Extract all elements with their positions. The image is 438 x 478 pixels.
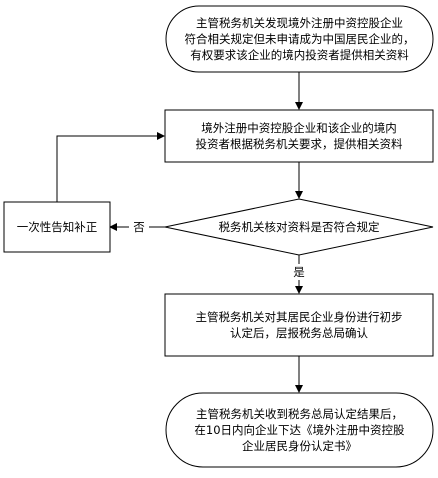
provide-data-box [164,109,434,163]
end-terminator [165,392,434,468]
no-branch-label: 否 [129,219,149,235]
arrow-notify-to-provide [56,132,165,202]
notify-correction-box [3,201,111,253]
yes-branch-label: 是 [289,264,309,280]
confirm-identity-box [164,293,434,357]
provide-text: 境外注册中资控股企业和该企业的境内 投资者根据税务机关要求，提供相关资料 [165,110,433,162]
end-line-2: 在10日内向企业下达《境外注册中资控股 [194,423,405,437]
provide-line-2: 投资者根据税务机关要求，提供相关资料 [195,137,403,151]
notify-label: 一次性告知补正 [16,220,98,234]
end-line-3: 企业居民身份认定书》 [242,439,357,453]
start-text: 主管税务机关发现境外注册中资控股企业 符合相关规定但未申请成为中国居民企业的， … [166,6,433,72]
confirm-text: 主管税务机关对其居民企业身份进行初步 认定后，层报税务总局确认 [165,294,433,356]
provide-line-1: 境外注册中资控股企业和该企业的境内 [201,121,397,135]
end-text: 主管税务机关收到税务总局认定结果后， 在10日内向企业下达《境外注册中资控股 企… [166,393,433,467]
decision-text: 税务机关核对资料是否符合规定 [165,199,433,255]
confirm-line-2: 认定后，层报税务总局确认 [230,326,368,340]
end-line-1: 主管税务机关收到税务总局认定结果后， [196,407,403,421]
notify-text: 一次性告知补正 [4,202,110,252]
confirm-line-1: 主管税务机关对其居民企业身份进行初步 [195,310,403,324]
decision-label: 税务机关核对资料是否符合规定 [218,220,380,234]
start-line-3: 有权要求该企业的境内投资者提供相关资料 [190,48,409,62]
start-line-1: 主管税务机关发现境外注册中资控股企业 [196,16,403,30]
start-line-2: 符合相关规定但未申请成为中国居民企业的， [184,32,415,46]
